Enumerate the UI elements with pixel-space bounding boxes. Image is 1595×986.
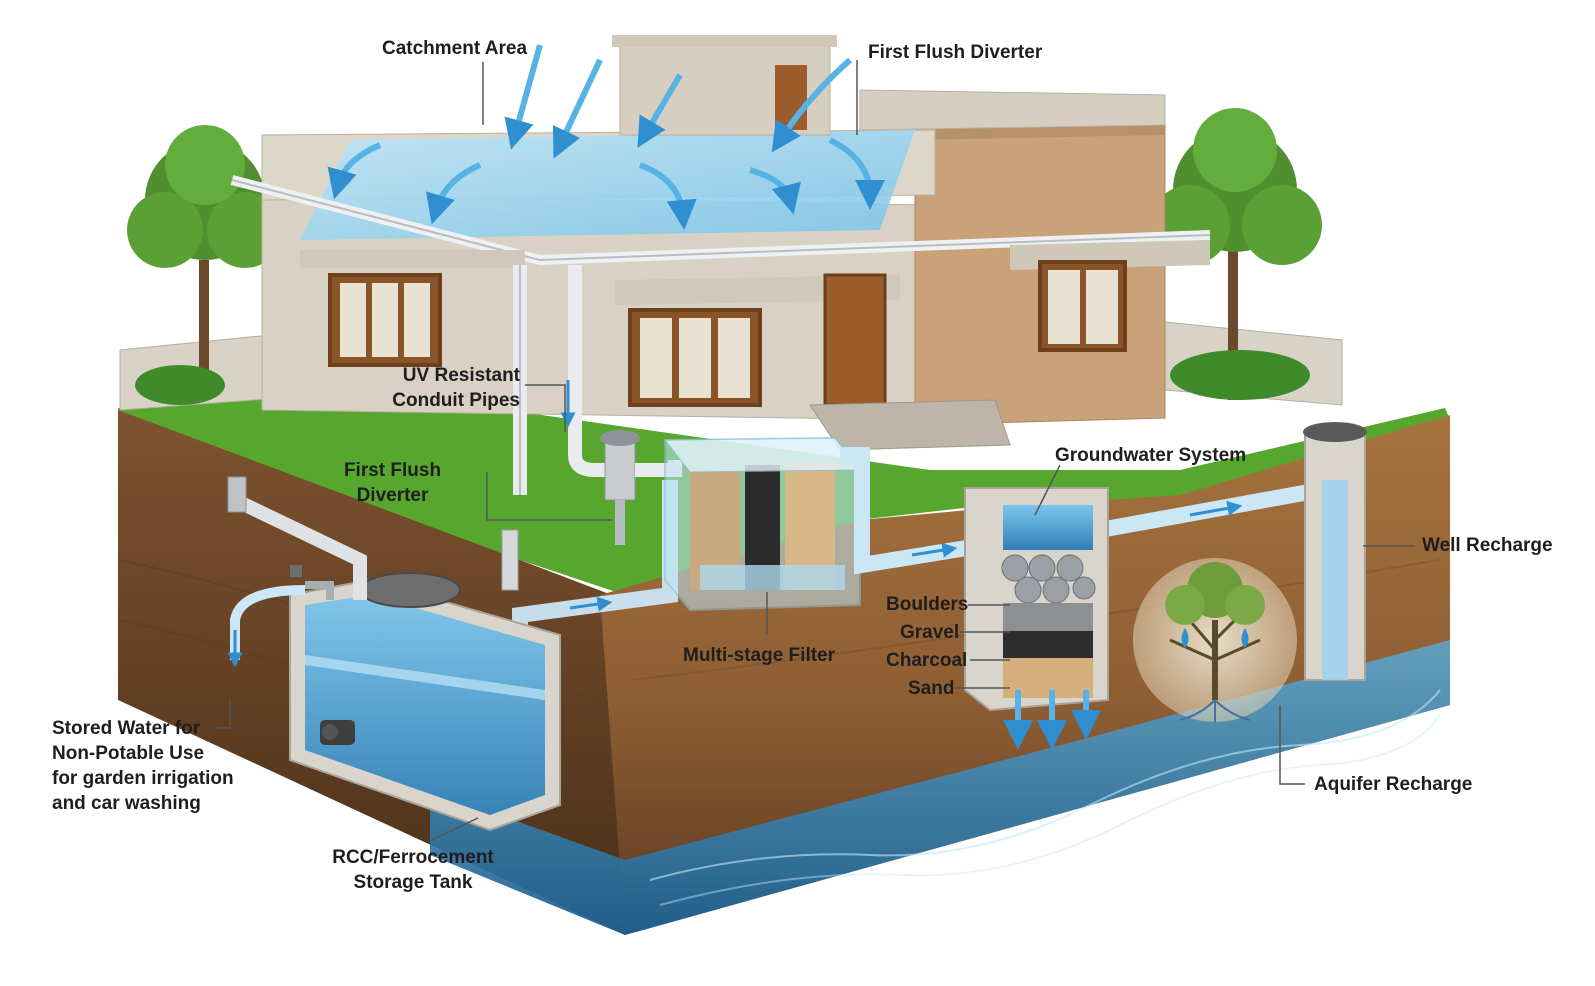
pipe-to-groundwater: [840, 447, 987, 575]
label-storage-tank: RCC/Ferrocement Storage Tank: [318, 845, 508, 895]
aquifer-tree-badge: [1133, 558, 1297, 722]
entrance-steps: [809, 399, 1011, 451]
label-sand: Sand: [908, 678, 955, 699]
label-stored-water-line3: for garden irrigation: [52, 768, 234, 789]
gravel-layer: [1003, 603, 1093, 631]
label-storage-tank-line1: RCC/Ferrocement: [332, 847, 494, 868]
label-uv-pipes-line2: Conduit Pipes: [392, 390, 520, 411]
recharge-well: [1303, 422, 1367, 681]
multi-stage-filter: [663, 436, 862, 612]
tank-manhole-cover: [359, 572, 461, 608]
label-stored-water-line2: Non-Potable Use: [52, 743, 205, 764]
vent-pipe: [501, 529, 519, 591]
front-door: [823, 273, 887, 407]
label-catchment-area: Catchment Area: [382, 38, 528, 59]
leader-lines: [215, 60, 1415, 843]
bush-left: [135, 365, 225, 405]
house: [230, 35, 1211, 451]
recharge-pit: [964, 487, 1109, 712]
label-groundwater-system: Groundwater System: [1055, 445, 1247, 466]
label-well-recharge: Well Recharge: [1422, 535, 1553, 556]
label-aquifer-recharge: Aquifer Recharge: [1314, 774, 1473, 795]
storage-tank: [289, 572, 561, 832]
label-charcoal: Charcoal: [886, 650, 968, 671]
label-uv-pipes-line1: UV Resistant: [402, 365, 520, 386]
tap-icon: [290, 565, 334, 600]
first-flush-diverter-device: [600, 430, 640, 545]
label-uv-pipes: UV Resistant Conduit Pipes: [385, 363, 520, 413]
outlet-pipe: [230, 585, 306, 660]
tower-door: [775, 65, 807, 130]
tree-left-icon: [127, 125, 283, 400]
conduit-pipe: [568, 265, 620, 477]
rain-arrows: [327, 44, 885, 230]
label-stored-water-line1: Stored Water for: [52, 718, 201, 739]
label-first-flush-ground: First Flush Diverter: [330, 458, 455, 508]
label-stored-water: Stored Water for Non-Potable Use for gar…: [52, 716, 234, 816]
label-first-flush-ground-line1: First Flush: [343, 460, 442, 481]
label-first-flush-ground-line2: Diverter: [356, 485, 429, 506]
bush-right: [1170, 350, 1310, 400]
charcoal-layer: [1003, 631, 1093, 658]
water-drop-icon: [1241, 628, 1249, 648]
water-drop-icon: [1181, 628, 1189, 648]
pump-icon: [320, 720, 355, 745]
label-first-flush-roof: First Flush Diverter: [868, 42, 1043, 63]
boulders-layer: [1001, 554, 1096, 604]
arrow-down-icon: [1003, 690, 1101, 750]
label-gravel: Gravel: [900, 622, 960, 643]
label-storage-tank-line2: Storage Tank: [353, 872, 473, 893]
label-stored-water-line4: and car washing: [52, 793, 201, 814]
label-multi-stage-filter: Multi-stage Filter: [683, 645, 836, 666]
label-boulders: Boulders: [886, 594, 969, 615]
